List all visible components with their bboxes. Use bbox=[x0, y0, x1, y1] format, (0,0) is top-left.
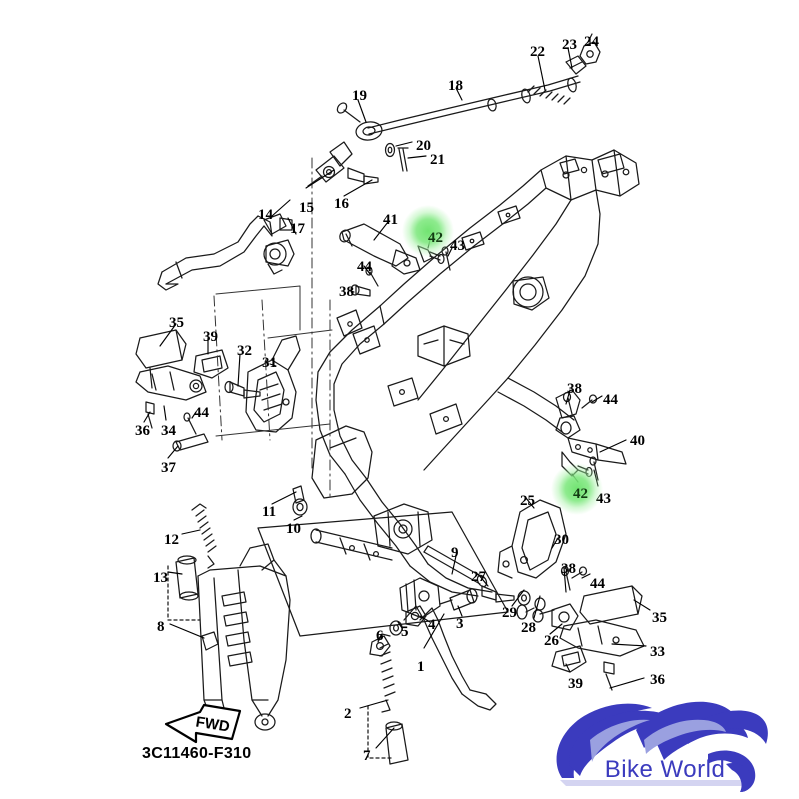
callout-3: 3 bbox=[456, 616, 464, 632]
brake-rod-assembly bbox=[307, 33, 601, 187]
motorcycle-frame bbox=[311, 149, 640, 597]
callout-27: 27 bbox=[471, 569, 486, 585]
callout-23: 23 bbox=[562, 37, 577, 53]
callout-44: 44 bbox=[194, 405, 209, 421]
callout-9: 9 bbox=[451, 545, 459, 561]
callout-44: 44 bbox=[357, 259, 372, 275]
callout-40: 40 bbox=[630, 433, 645, 449]
callout-24: 24 bbox=[584, 34, 599, 50]
callout-18: 18 bbox=[448, 78, 463, 94]
callout-38: 38 bbox=[339, 284, 354, 300]
guide-boxes bbox=[215, 285, 333, 437]
callout-35: 35 bbox=[652, 610, 667, 626]
callout-4: 4 bbox=[428, 617, 436, 633]
callout-33: 33 bbox=[650, 644, 665, 660]
callout-38: 38 bbox=[567, 381, 582, 397]
callout-42-highlighted: 42 bbox=[573, 486, 588, 502]
callout-26: 26 bbox=[544, 633, 559, 649]
left-peg-bracket bbox=[224, 335, 301, 433]
callout-39: 39 bbox=[568, 676, 583, 692]
callout-34: 34 bbox=[161, 423, 176, 439]
callout-12: 12 bbox=[164, 532, 179, 548]
callout-32: 32 bbox=[237, 343, 252, 359]
callout-8: 8 bbox=[157, 619, 165, 635]
callout-30: 30 bbox=[554, 532, 569, 548]
callout-20: 20 bbox=[416, 138, 431, 154]
callout-41: 41 bbox=[383, 212, 398, 228]
bike-world-logo bbox=[556, 701, 768, 792]
right-footpeg-assembly bbox=[516, 565, 645, 691]
logo-brand-text: Bike World bbox=[604, 756, 726, 783]
callout-42-highlighted: 42 bbox=[428, 230, 443, 246]
callout-10: 10 bbox=[286, 521, 301, 537]
callout-2: 2 bbox=[344, 706, 352, 722]
callout-16: 16 bbox=[334, 196, 349, 212]
callout-44: 44 bbox=[603, 392, 618, 408]
leader-lines bbox=[143, 37, 651, 749]
callout-1: 1 bbox=[417, 659, 425, 675]
callout-43: 43 bbox=[450, 238, 465, 254]
callout-29: 29 bbox=[502, 605, 517, 621]
callout-11: 11 bbox=[262, 504, 277, 520]
callout-38: 38 bbox=[561, 561, 576, 577]
callout-17: 17 bbox=[290, 221, 305, 237]
fwd-label: FWD bbox=[195, 713, 232, 735]
shift-pedal-assembly bbox=[157, 213, 295, 291]
callout-28: 28 bbox=[521, 620, 536, 636]
callout-36: 36 bbox=[650, 672, 665, 688]
side-stand bbox=[257, 485, 509, 765]
callout-14: 14 bbox=[258, 207, 273, 223]
callout-37: 37 bbox=[161, 460, 176, 476]
callout-21: 21 bbox=[430, 152, 445, 168]
fwd-direction-marker: FWD bbox=[164, 703, 242, 744]
callout-36: 36 bbox=[135, 423, 150, 439]
center-stand bbox=[167, 503, 291, 731]
callout-7: 7 bbox=[363, 748, 371, 764]
callout-6: 6 bbox=[376, 628, 384, 644]
callout-39: 39 bbox=[203, 329, 218, 345]
construction-lines bbox=[213, 157, 331, 501]
callout-13: 13 bbox=[153, 570, 168, 586]
callout-5: 5 bbox=[401, 624, 409, 640]
callout-15: 15 bbox=[299, 200, 314, 216]
callout-35: 35 bbox=[169, 315, 184, 331]
left-footpeg-assembly bbox=[135, 329, 229, 452]
callout-22: 22 bbox=[530, 44, 545, 60]
callout-19: 19 bbox=[352, 88, 367, 104]
right-heel-guard bbox=[481, 499, 567, 611]
callout-31: 31 bbox=[262, 355, 277, 371]
callout-43: 43 bbox=[596, 491, 611, 507]
part-number-label: 3C11460-F310 bbox=[142, 745, 252, 762]
callout-25: 25 bbox=[520, 493, 535, 509]
callout-44: 44 bbox=[590, 576, 605, 592]
